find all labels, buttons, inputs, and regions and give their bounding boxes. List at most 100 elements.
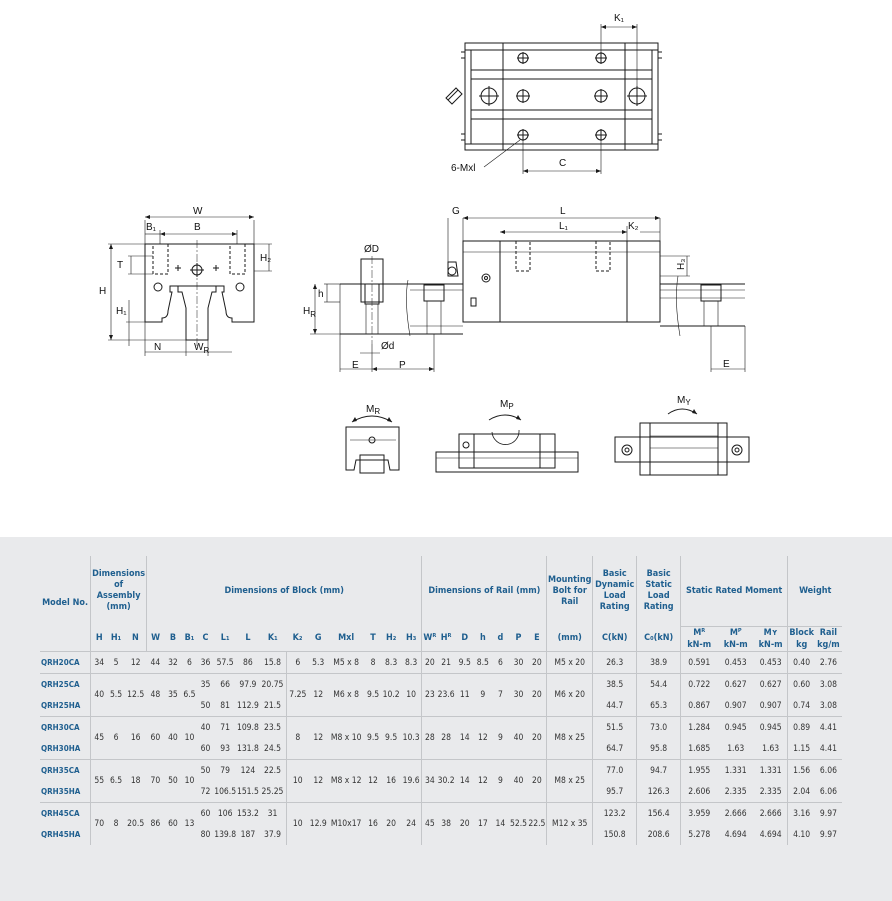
label-wr-main: W (194, 342, 204, 353)
cell-c: 40 (197, 716, 214, 738)
cell-b: 32 (164, 651, 182, 674)
moment-my-drawing (614, 408, 750, 476)
cell-c: 36 (197, 651, 214, 674)
cell-l1: 57.5 (213, 651, 237, 674)
cell-stat: 38.9 (636, 651, 681, 674)
cell-l: 86 (236, 651, 260, 674)
cell-rail: 4.41 (819, 743, 837, 754)
moment-unit: kN-m (723, 640, 748, 650)
cell-rail: 4.41 (814, 716, 842, 738)
cell-h1: 6.5 (107, 759, 125, 803)
spec-table: Model No. Dimensions of Assembly (mm) Di… (40, 556, 842, 845)
cell-p: 40 (509, 759, 528, 803)
label-my-main: M (677, 395, 685, 406)
cell-c: 60 (197, 802, 214, 824)
cell-b1: 13 (181, 802, 198, 845)
cell-l: 151.5 (236, 786, 259, 797)
label-p: P (399, 360, 406, 371)
cell-h: 12 (474, 759, 492, 803)
moment-unit: kN-m (687, 640, 712, 650)
side-view-drawing (310, 216, 746, 372)
cell-block: 0.89 (787, 716, 815, 738)
cell-mp: 2.666 (717, 802, 754, 824)
label-wr-sub: R (203, 346, 209, 355)
cell-b: 35 (164, 673, 182, 717)
column-header: N (124, 626, 147, 652)
cell-h1: 8 (107, 802, 125, 845)
cell-mp: 0.945 (717, 716, 754, 738)
cell-g: 12.9 (308, 802, 328, 845)
cell-hr: 38 (437, 802, 455, 845)
weight-unit: kg/m (817, 640, 840, 650)
cell-g: 12 (308, 673, 328, 717)
cell-mxl: M8 x 12 (327, 759, 365, 803)
cell-h: 12 (474, 716, 492, 760)
cell-k2: 6 (285, 651, 309, 674)
column-header: Wᴿ (421, 626, 438, 652)
cell-block: 2.04 (787, 781, 815, 803)
cell-my: 1.63 (762, 743, 780, 754)
cell-l1: 71 (213, 716, 237, 738)
cell-e: 20 (527, 651, 547, 674)
cell-stat: 156.4 (636, 802, 681, 824)
cell-hr: 28 (437, 716, 455, 760)
cell-l: 109.8 (236, 716, 260, 738)
cell-wr: 45 (421, 802, 438, 845)
cell-my: 0.453 (753, 651, 788, 674)
cell-k1: 21.5 (263, 700, 281, 711)
cell-mp: 0.627 (717, 673, 754, 695)
cell-hr: 23.6 (437, 673, 455, 717)
cell-h1: 5 (107, 651, 125, 674)
label-od-bottom: Ød (381, 341, 394, 352)
cell-mp: 0.907 (724, 700, 747, 711)
cell-l: 112.9 (236, 700, 259, 711)
moment-mp-drawing (435, 414, 579, 473)
cell-block: 0.60 (787, 673, 815, 695)
label-e-right: E (723, 359, 730, 370)
cell-dyn: 51.5 (591, 716, 637, 738)
cell-k2: 10 (285, 759, 309, 803)
cell-mr: 0.722 (679, 673, 718, 695)
cell-mp: 1.63 (727, 743, 745, 754)
weight-block-label: Block (789, 628, 815, 638)
cell-h1: 5.5 (107, 673, 125, 717)
moment-unit: kN-m (758, 640, 783, 650)
cell-p: 52.5 (509, 802, 528, 845)
cell-e: 20 (527, 759, 547, 803)
header-weight: Weight (787, 556, 842, 627)
label-l1: L₁ (559, 221, 569, 232)
cell-mr: 1.284 (679, 716, 718, 738)
cell-dyn: 26.3 (591, 651, 637, 674)
cell-n: 20.5 (124, 802, 147, 845)
cell-b1: 6.5 (181, 673, 198, 717)
column-header: (mm) (546, 626, 593, 652)
label-g: G (452, 206, 460, 217)
cell-h: 17 (474, 802, 492, 845)
cell-k2: 7.25 (285, 673, 309, 717)
cell-h2: 20 (381, 802, 401, 845)
cell-stat: 94.7 (636, 759, 681, 781)
cell-l: 131.8 (236, 743, 259, 754)
cell-mr: 0.867 (679, 695, 718, 717)
cell-c: 72 (200, 786, 211, 797)
cell-mr: 1.955 (679, 759, 718, 781)
cell-t: 9.5 (364, 673, 382, 717)
cell-hr: 30.2 (437, 759, 455, 803)
column-header: B (164, 626, 182, 652)
cell-l: 124 (236, 759, 260, 781)
cell-g: 12 (308, 759, 328, 803)
column-header: L (236, 626, 260, 652)
cell-k1: 23.5 (259, 716, 287, 738)
cell-dyn: 95.7 (591, 781, 637, 803)
header-assembly: Dimensions of Assembly (mm) (90, 556, 147, 627)
cell-bolt: M12 x 35 (546, 802, 593, 845)
front-view-drawing (108, 215, 272, 356)
weight-rail-label: Rail (819, 628, 838, 638)
cell-dyn: 64.7 (591, 738, 637, 760)
cell-h: 70 (90, 802, 108, 845)
model-cell: QRH20CA (40, 651, 91, 674)
cell-my: 2.666 (753, 802, 788, 824)
